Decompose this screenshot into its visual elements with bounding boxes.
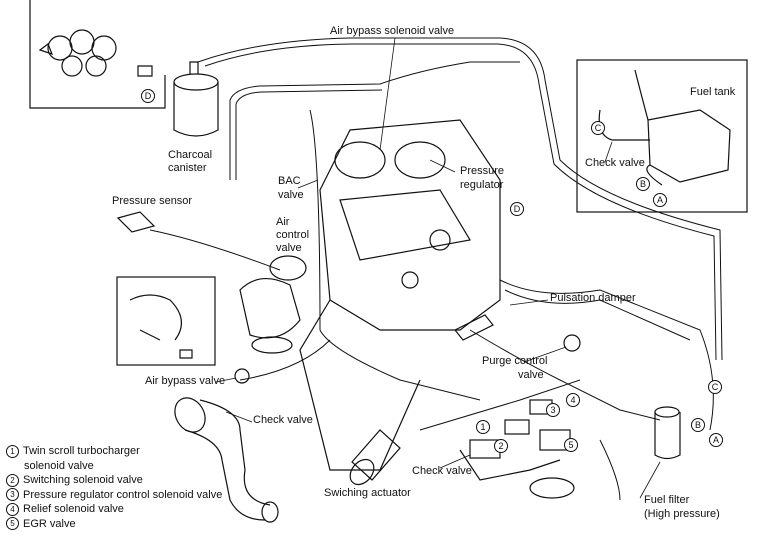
label-control-valve: valve (276, 242, 302, 254)
label-bac-valve: valve (278, 189, 304, 201)
legend-text: Relief solenoid valve (23, 503, 124, 515)
charcoal-canister-drawing (173, 61, 219, 137)
connector-d-inset: D (141, 89, 155, 103)
label-high-pressure: (High pressure) (644, 508, 720, 520)
label-air-bypass-solenoid-valve: Air bypass solenoid valve (330, 25, 455, 37)
label-fuel-filter: Fuel filter (644, 494, 690, 506)
inset-top-left-parts (38, 29, 153, 77)
label-purge-control: Purge control (482, 355, 548, 367)
callout-2: 2 (494, 439, 508, 453)
legend-num: 2 (6, 473, 19, 487)
inset-middle-left (116, 276, 216, 366)
purge-control-valve-drawing (563, 334, 581, 352)
inset-fuel-tank-box (576, 59, 748, 213)
callout-5: 5 (564, 438, 578, 452)
connector-a-tank: A (653, 193, 667, 207)
connector-c: C (708, 380, 722, 394)
switching-actuator-drawing (349, 429, 401, 486)
air-bypass-valve-drawing (234, 368, 250, 384)
label-pressure: Pressure (460, 165, 505, 177)
label-fuel-tank: Fuel tank (690, 86, 736, 98)
label-pressure-sensor: Pressure sensor (112, 195, 193, 207)
legend-item-1: 1 Twin scroll turbocharger (6, 444, 222, 459)
legend-item-4: 4 Relief solenoid valve (6, 502, 222, 517)
label-check-valve-left: Check valve (253, 414, 313, 426)
legend-num: 4 (6, 502, 19, 516)
label-bac: BAC (278, 175, 301, 187)
legend-item-3: 3 Pressure regulator control solenoid val… (6, 488, 222, 503)
connector-b: B (691, 418, 705, 432)
hose-routing (149, 37, 723, 501)
fuel-filter-drawing (654, 406, 681, 460)
label-pulsation-damper: Pulsation damper (550, 292, 636, 304)
inset-top-left (29, 0, 166, 109)
legend-item-2: 2 Switching solenoid valve (6, 473, 222, 488)
air-control-valve-drawing (239, 255, 307, 354)
callout-3: 3 (546, 403, 560, 417)
pulsation-damper-drawing (454, 314, 494, 341)
connector-b-tank: B (636, 177, 650, 191)
label-swiching-actuator: Swiching actuator (324, 487, 411, 499)
legend-num: 3 (6, 488, 19, 502)
legend-num: 5 (6, 517, 19, 531)
intake-hose-drawing (174, 397, 279, 523)
legend-text: Pressure regulator control solenoid valv… (23, 488, 223, 501)
callout-1: 1 (476, 420, 490, 434)
legend-text: Twin scroll turbocharger (23, 445, 140, 457)
legend: 1 Twin scroll turbocharger solenoid valve… (6, 444, 222, 531)
label-air-bypass-valve: Air bypass valve (145, 375, 226, 387)
inset-middle-left-parts (129, 294, 193, 359)
label-purge-valve: valve (518, 369, 544, 381)
egr-valve-drawing (529, 477, 575, 499)
engine-drawing (299, 119, 501, 471)
connector-c-tank: C (591, 121, 605, 135)
label-air: Air (276, 216, 290, 228)
legend-text: EGR valve (23, 517, 76, 530)
callout-4: 4 (566, 393, 580, 407)
legend-num: 1 (6, 444, 19, 458)
label-regulator: regulator (460, 179, 504, 191)
label-control: control (276, 229, 310, 241)
connector-a: A (709, 433, 723, 447)
legend-item-5: 5 EGR valve (6, 517, 222, 532)
label-check-valve-bottom: Check valve (412, 465, 472, 477)
legend-item-1-cont: solenoid valve (24, 459, 94, 472)
label-canister: canister (168, 162, 207, 174)
leader-lines (215, 37, 661, 499)
label-charcoal: Charcoal (168, 149, 213, 161)
legend-text: Switching solenoid valve (23, 474, 143, 486)
connector-d: D (510, 202, 524, 216)
pressure-sensor-drawing (116, 211, 156, 233)
label-check-valve-tank: Check valve (585, 157, 645, 169)
